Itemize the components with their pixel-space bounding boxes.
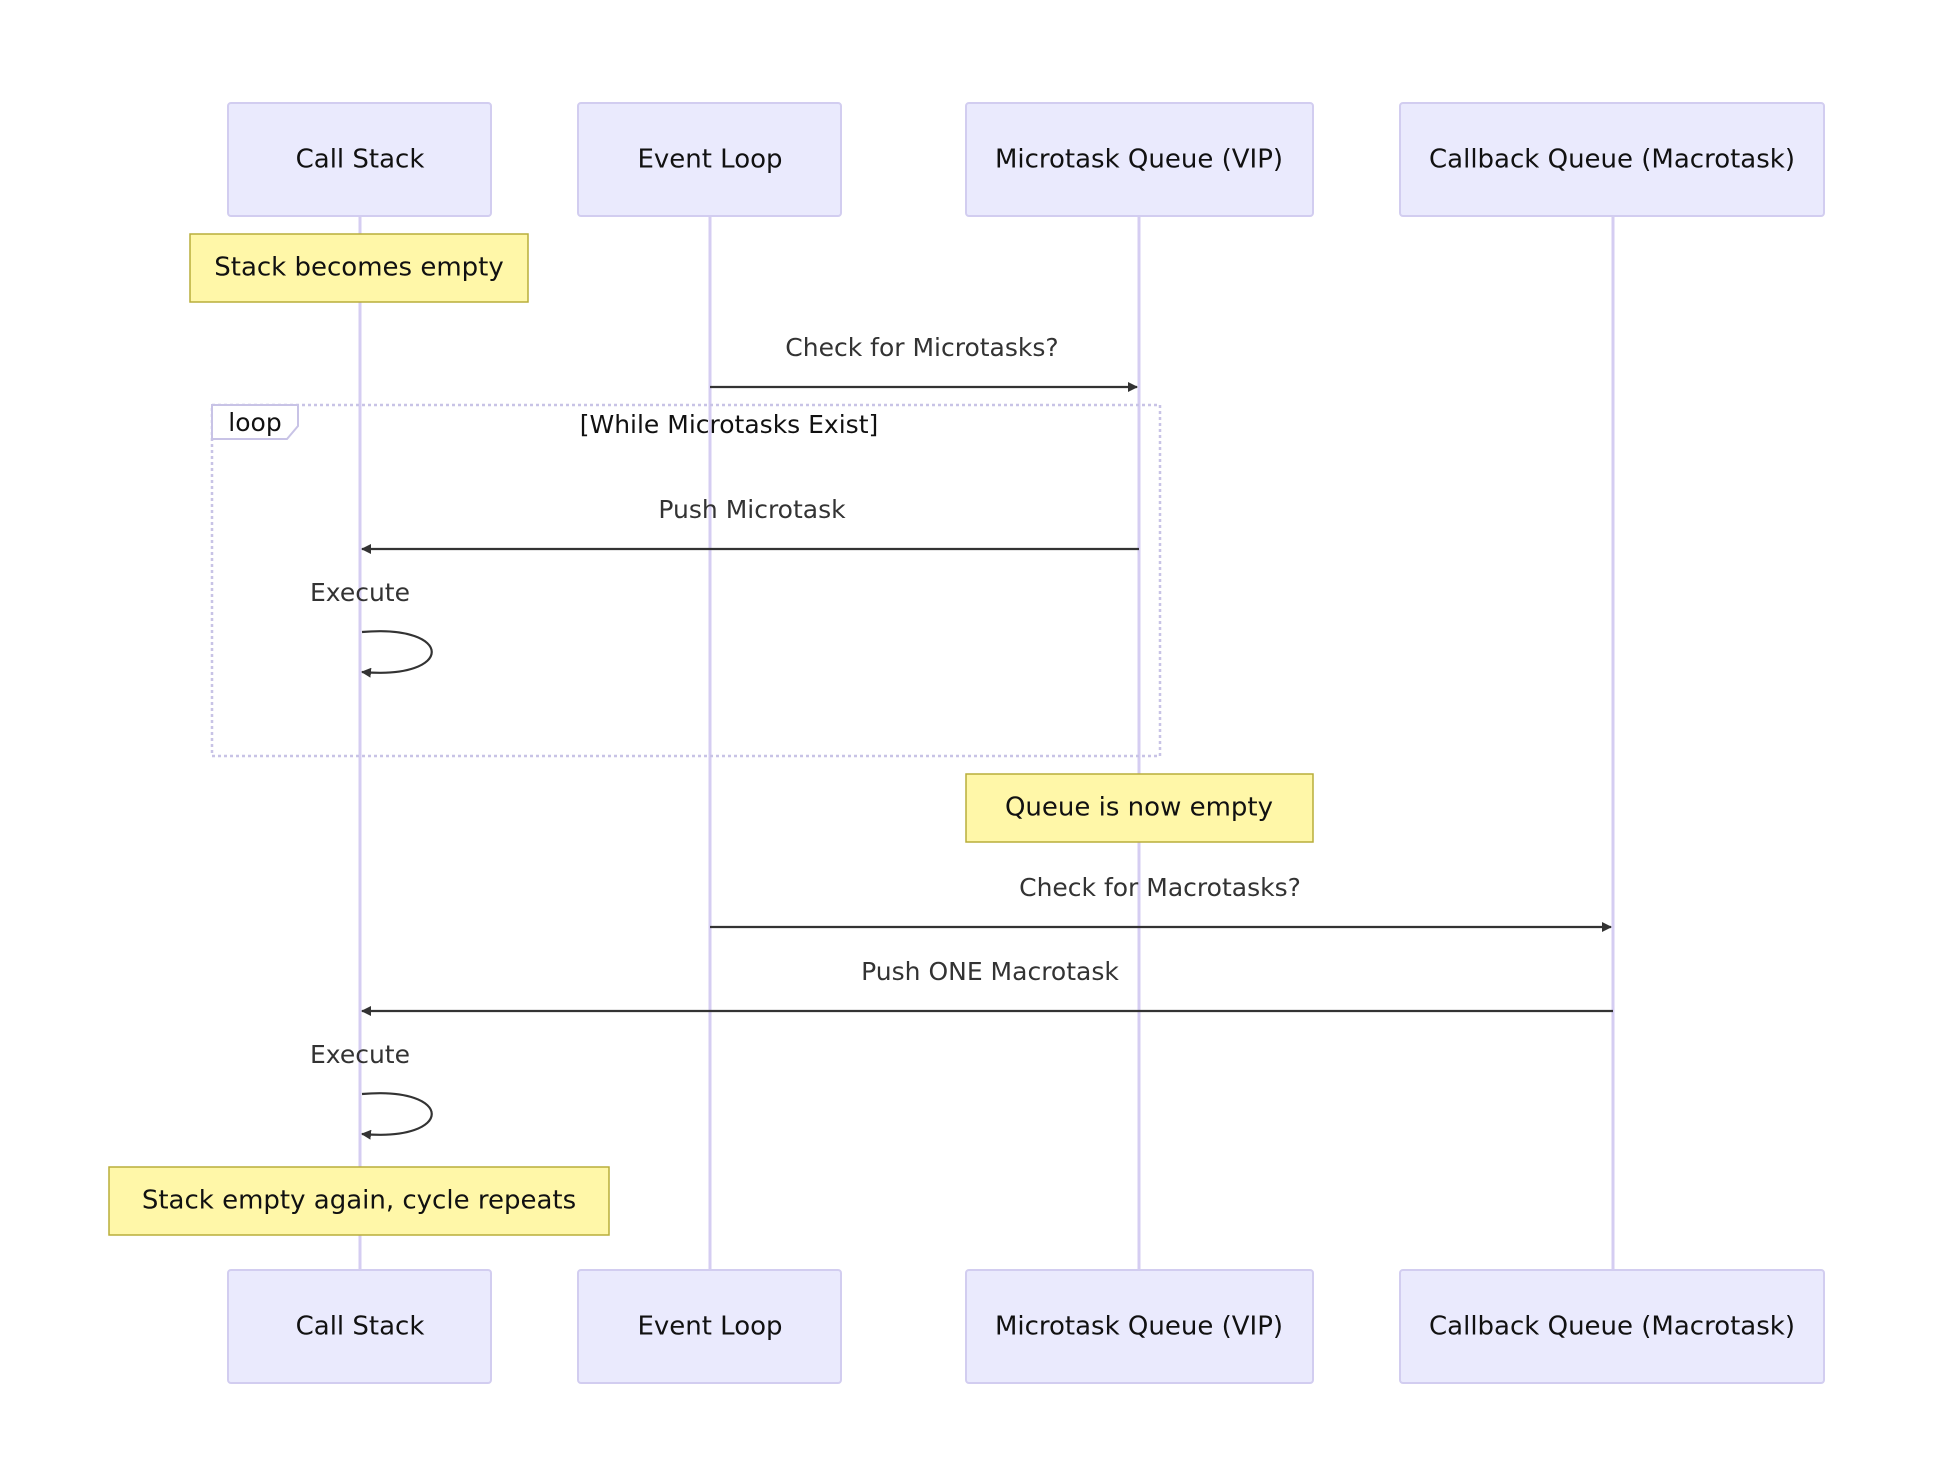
loop-frame: loop [While Microtasks Exist]	[210, 403, 1162, 758]
loop-tab	[211, 404, 299, 440]
actor-label: Event Loop	[637, 145, 782, 175]
actor-microtask-queue-bottom: Microtask Queue (VIP)	[965, 1269, 1314, 1384]
actor-call-stack-top: Call Stack	[227, 102, 492, 217]
note-stack-becomes-empty: Stack becomes empty	[189, 233, 529, 303]
actor-label: Microtask Queue (VIP)	[995, 1312, 1283, 1342]
message-execute-1: Execute	[310, 578, 433, 678]
actor-label: Call Stack	[296, 1312, 425, 1342]
note-queue-now-empty: Queue is now empty	[965, 773, 1314, 843]
message-label: Check for Macrotasks?	[1019, 873, 1301, 902]
actor-callback-queue-top: Callback Queue (Macrotask)	[1399, 102, 1825, 217]
message-label: Execute	[310, 1040, 410, 1069]
actor-event-loop-bottom: Event Loop	[577, 1269, 842, 1384]
note-label: Stack becomes empty	[214, 253, 504, 283]
actor-microtask-queue-top: Microtask Queue (VIP)	[965, 102, 1314, 217]
actor-label: Event Loop	[637, 1312, 782, 1342]
message-label: Execute	[310, 578, 410, 607]
actor-label: Call Stack	[296, 145, 425, 175]
message-push-microtask: Push Microtask	[361, 495, 1139, 554]
loop-condition: [While Microtasks Exist]	[580, 410, 879, 439]
actor-label: Callback Queue (Macrotask)	[1429, 1312, 1795, 1342]
message-check-macrotasks: Check for Macrotasks?	[710, 873, 1612, 932]
note-label: Queue is now empty	[1005, 793, 1273, 823]
message-label: Push ONE Macrotask	[861, 957, 1119, 986]
self-loop-arrow	[361, 630, 433, 678]
message-push-one-macrotask: Push ONE Macrotask	[361, 957, 1613, 1016]
actor-callback-queue-bottom: Callback Queue (Macrotask)	[1399, 1269, 1825, 1384]
actor-label: Microtask Queue (VIP)	[995, 145, 1283, 175]
note-label: Stack empty again, cycle repeats	[142, 1186, 576, 1216]
loop-keyword: loop	[228, 408, 281, 437]
actor-label: Callback Queue (Macrotask)	[1429, 145, 1795, 175]
actor-event-loop-top: Event Loop	[577, 102, 842, 217]
note-stack-empty-again: Stack empty again, cycle repeats	[108, 1166, 610, 1236]
message-label: Push Microtask	[658, 495, 846, 524]
message-execute-2: Execute	[310, 1040, 433, 1140]
actor-call-stack-bottom: Call Stack	[227, 1269, 492, 1384]
self-loop-arrow	[361, 1092, 433, 1140]
message-label: Check for Microtasks?	[785, 333, 1058, 362]
message-check-microtasks: Check for Microtasks?	[710, 333, 1138, 392]
